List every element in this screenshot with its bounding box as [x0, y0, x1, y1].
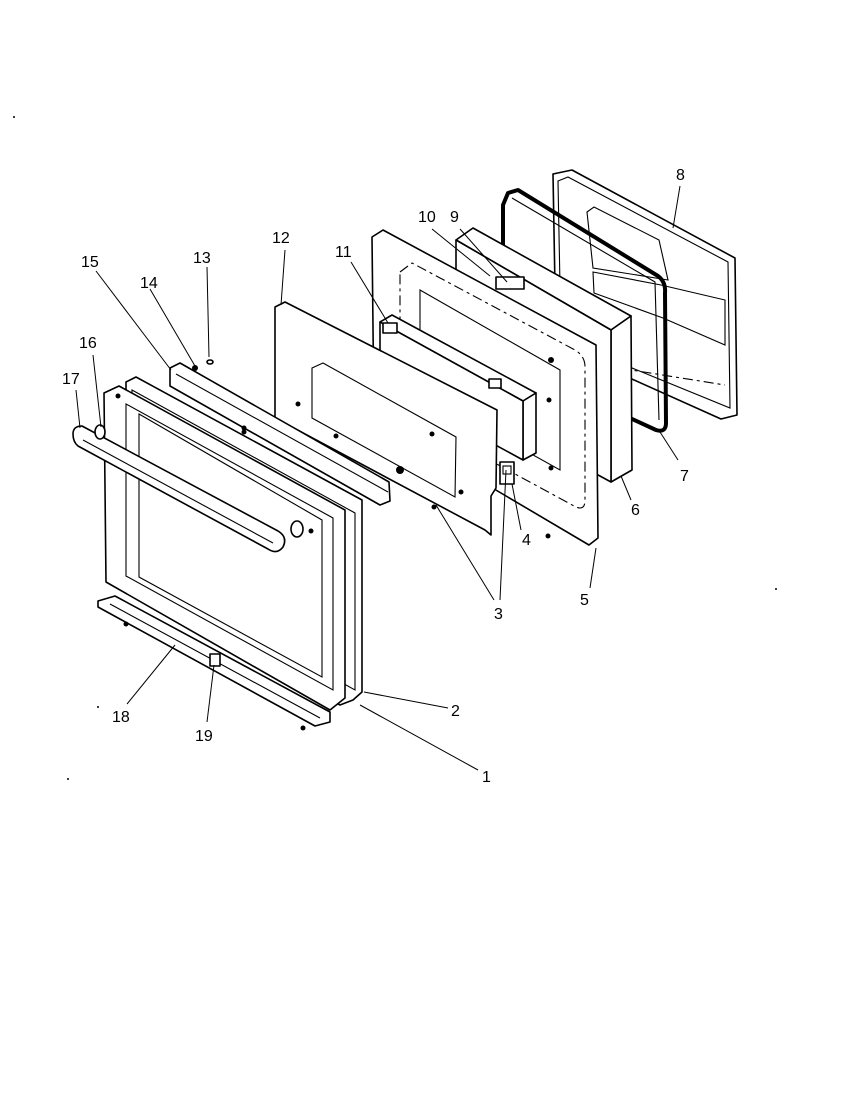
- callout-3: 3: [494, 606, 503, 623]
- callout-1: 1: [482, 769, 491, 786]
- leader-lines: [75, 185, 681, 771]
- callout-11: 11: [335, 244, 352, 261]
- callout-17: 17: [62, 371, 80, 388]
- callout-5: 5: [580, 592, 589, 609]
- scan-speck: [67, 778, 69, 780]
- callout-7: 7: [680, 468, 689, 485]
- callout-9: 9: [450, 209, 459, 226]
- part-17-door-handle: [72, 425, 286, 553]
- part-19-trim-screw: [209, 653, 221, 667]
- callout-14: 14: [140, 275, 158, 292]
- callout-6: 6: [631, 502, 640, 519]
- callout-4: 4: [522, 532, 531, 549]
- part-15-top-channel: [169, 362, 404, 506]
- scan-speck: [13, 116, 15, 118]
- part-7-door-gasket: [501, 188, 668, 433]
- part-12-inner-panel: [274, 301, 498, 536]
- scan-speck: [97, 706, 99, 708]
- callout-2: 2: [451, 703, 460, 720]
- part-16-handle-bracket: [94, 424, 304, 538]
- callout-10: 10: [418, 209, 436, 226]
- callout-16: 16: [79, 335, 97, 352]
- callout-18: 18: [112, 709, 130, 726]
- callout-8: 8: [676, 167, 685, 184]
- part-1-outer-door: [103, 385, 346, 711]
- part-4-door-clip: [499, 461, 515, 485]
- callout-12: 12: [272, 230, 290, 247]
- scan-speck: [775, 588, 777, 590]
- callout-15: 15: [81, 254, 99, 271]
- callout-13: 13: [193, 250, 211, 267]
- callout-19: 19: [195, 728, 213, 745]
- part-13-screw: [206, 359, 214, 365]
